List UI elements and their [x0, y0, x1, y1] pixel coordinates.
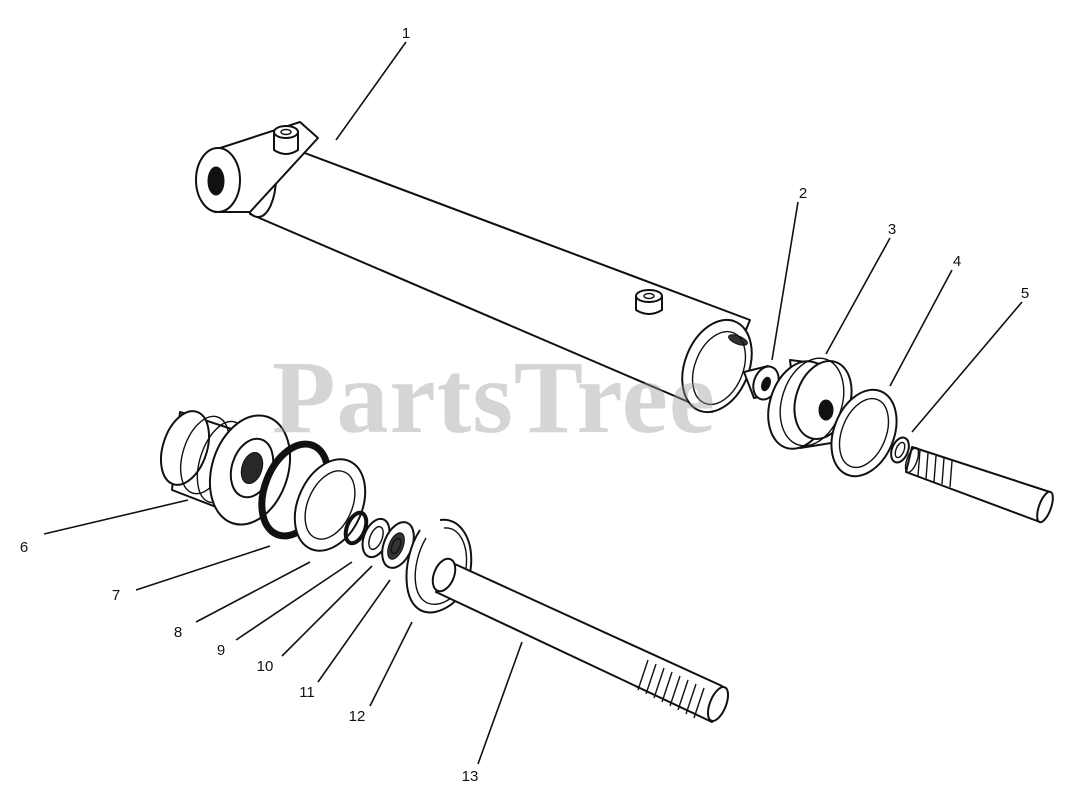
leader-12: [369, 621, 413, 707]
callout-10[interactable]: 10: [257, 658, 274, 675]
part-5-o-ring[interactable]: [888, 435, 913, 465]
callout-3[interactable]: 3: [888, 221, 896, 238]
leader-4: [889, 269, 953, 387]
leader-1: [335, 41, 407, 141]
watermark-partstree: PartsTree: [272, 340, 716, 455]
leader-5: [911, 301, 1023, 433]
leader-13: [477, 641, 523, 765]
part-9-o-ring[interactable]: [342, 510, 371, 546]
part-1-cylinder-barrel[interactable]: [195, 121, 765, 422]
part-13-piston-rod[interactable]: [428, 555, 732, 723]
callout-13[interactable]: 13: [462, 768, 479, 785]
part-6-piston[interactable]: [152, 405, 303, 535]
shaft-end-piece: [904, 446, 1054, 524]
callout-6[interactable]: 6: [20, 539, 28, 556]
leader-11: [317, 579, 391, 683]
callout-9[interactable]: 9: [217, 642, 225, 659]
callout-11[interactable]: 11: [299, 684, 315, 701]
callout-12[interactable]: 12: [349, 708, 366, 725]
leader-8: [195, 561, 311, 623]
part-4-ring[interactable]: [819, 380, 908, 486]
callout-8[interactable]: 8: [174, 624, 182, 641]
leader-9: [235, 561, 353, 641]
callout-5[interactable]: 5: [1021, 285, 1029, 302]
leader-6: [43, 499, 189, 535]
callout-labels: 1 2 3 4 5 6 7 8 9 10 11 12 13: [20, 25, 1029, 785]
callout-1[interactable]: 1: [402, 25, 410, 42]
leader-3: [825, 237, 891, 355]
leader-7: [135, 545, 271, 591]
leader-2: [771, 201, 799, 361]
callout-2[interactable]: 2: [799, 185, 807, 202]
callout-7[interactable]: 7: [112, 587, 120, 604]
callout-4[interactable]: 4: [953, 253, 961, 270]
leader-10: [281, 565, 373, 657]
leader-lines: [43, 41, 1023, 765]
part-11-nut[interactable]: [376, 518, 420, 573]
